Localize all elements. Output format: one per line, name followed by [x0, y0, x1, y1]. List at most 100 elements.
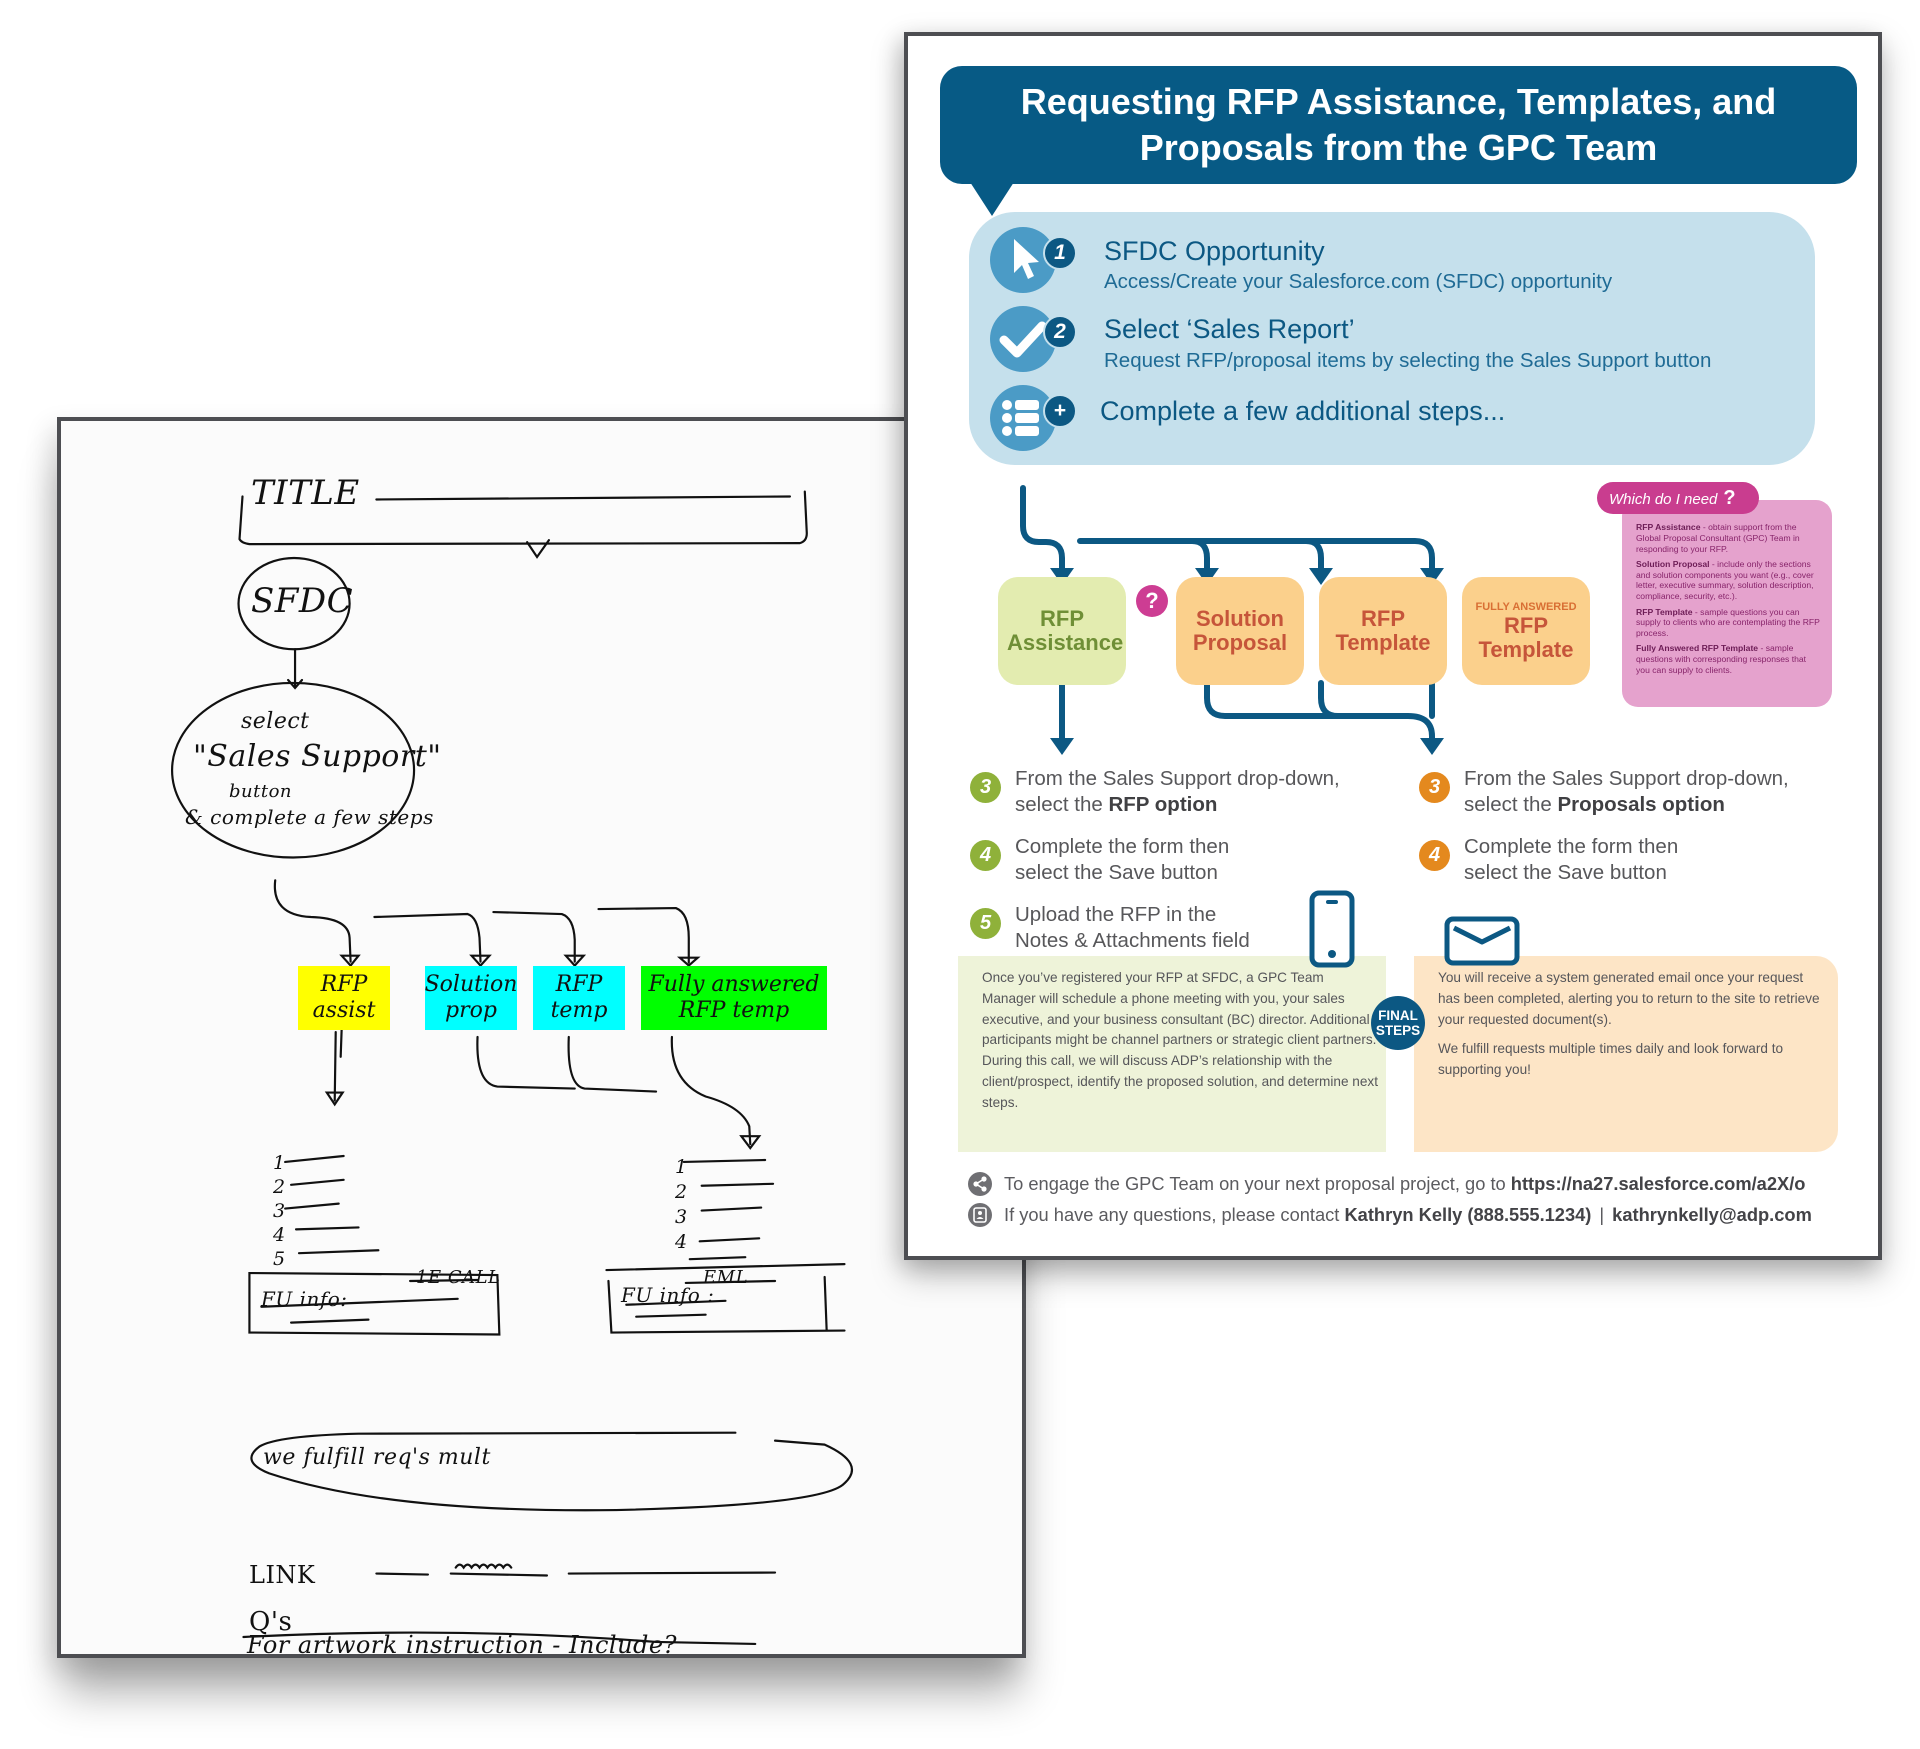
contact-email-link[interactable]: kathrynkelly@adp.com [1612, 1204, 1812, 1225]
which-do-i-need-tab: Which do I need? [1597, 482, 1759, 514]
category-kicker: FULLY ANSWERED [1475, 600, 1577, 613]
step-title: Complete a few additional steps... [1100, 396, 1506, 426]
which-do-i-need-panel [1622, 500, 1832, 707]
footer-contact-text: If you have any questions, please contac… [1004, 1204, 1340, 1225]
sketch-ink-lines [170, 490, 854, 1646]
sketch-artwork-note: For artwork instruction - Include? [247, 1631, 677, 1659]
footer-engage-line: To engage the GPC Team on your next prop… [968, 1172, 1805, 1196]
footer-contact-line: If you have any questions, please contac… [968, 1203, 1812, 1227]
sketch-fu-right-label: FU info : [621, 1283, 715, 1307]
step-title: Select ‘Sales Report’ [1104, 314, 1355, 344]
help-question-icon[interactable]: ? [1136, 585, 1168, 617]
category-solution-proposal[interactable]: Solution Proposal [1176, 577, 1304, 685]
sketch-fu-left-box [248, 1271, 501, 1336]
step-number-badge: 1 [1043, 236, 1077, 270]
sketch-sfdc-label: SFDC [251, 581, 354, 621]
sketch-fulfill-bubble [250, 1431, 854, 1512]
sketch-arrow-to-box-3 [492, 910, 576, 963]
sketch-title-line [375, 495, 792, 501]
sketch-box-fully-answered: Fully answered RFP temp [641, 966, 827, 1030]
step-description: Request RFP/proposal items by selecting … [1104, 349, 1712, 372]
sketch-title-label: TITLE [251, 473, 360, 513]
sketch-questions-label: Q's [249, 1607, 293, 1637]
sketch-arrowhead [676, 956, 701, 968]
which-tab-label: Which do I need [1609, 491, 1718, 508]
definition-item: RFP Assistance - obtain support from the… [1636, 522, 1800, 554]
category-label: RFP Assistance [1007, 606, 1124, 655]
sketch-arrowhead [339, 954, 361, 968]
which-definitions: RFP Assistance - obtain support from the… [1636, 522, 1822, 680]
arrow-to-solution-proposal [1189, 538, 1210, 575]
sketch-fu-right-box [607, 1275, 846, 1334]
category-label: RFP Template [1335, 606, 1431, 655]
final-step-phone-panel [958, 956, 1386, 1152]
list-icon [990, 385, 1056, 451]
flow-connector-arrows [1020, 485, 1444, 755]
engage-link[interactable]: https://na27.salesforce.com/a2X/o [1510, 1173, 1806, 1194]
sketch-sales-support-text: "Sales Support" [193, 739, 442, 774]
arrow-proposal-path-down [1204, 680, 1435, 745]
step-number-badge: 5 [970, 908, 1001, 939]
sketch-fu-left-lines [260, 1278, 479, 1324]
sketch-fu-right-value: EML [703, 1267, 749, 1288]
contact-name: Kathryn Kelly (888.555.1234) [1344, 1204, 1592, 1225]
sketch-select-bubble [170, 681, 416, 859]
rfp-step-3: 3 From the Sales Support drop-down,selec… [970, 766, 1340, 818]
sketch-fu-left-label: FU info: [261, 1287, 348, 1311]
step-description: Access/Create your Salesforce.com (SFDC)… [1104, 270, 1613, 293]
page-title: Requesting RFP Assistance, Templates, an… [1020, 81, 1777, 168]
sketch-title-pointer [526, 539, 551, 559]
contact-book-icon [968, 1203, 992, 1227]
sketch-box-solution-prop: Solution prop [425, 966, 517, 1030]
step-number-badge: 4 [970, 840, 1001, 871]
sketch-select-text: select [241, 709, 310, 734]
sketch-link-label: LINK [249, 1561, 316, 1589]
category-label: RFP Template [1478, 612, 1574, 662]
step-number-badge: 4 [1419, 840, 1450, 871]
envelope-icon [1444, 916, 1520, 966]
category-label: Solution Proposal [1192, 606, 1288, 655]
footer-separator: | [1599, 1204, 1605, 1225]
sketch-fu-left-value: 1E CALL [416, 1267, 501, 1288]
wireframe-sketch-sheet: TITLE SFDC select "Sales Support" button… [57, 417, 1026, 1659]
category-rfp-assistance[interactable]: RFP Assistance [998, 577, 1126, 685]
final-step-phone-text: Once you’ve registered your RFP at SFDC,… [982, 970, 1378, 1110]
page-title-banner: Requesting RFP Assistance, Templates, an… [940, 66, 1857, 184]
step-number-badge: 2 [1043, 315, 1077, 349]
sketch-arrow-to-box-2 [373, 912, 482, 963]
sketch-title-box [238, 490, 808, 546]
step-title: SFDC Opportunity [1104, 236, 1325, 266]
definition-item: Fully Answered RFP Template - sample que… [1636, 643, 1807, 676]
infographic-sheet: Requesting RFP Assistance, Templates, an… [904, 32, 1882, 1260]
category-rfp-template[interactable]: RFP Template [1319, 577, 1447, 685]
sketch-right-merged-arrow [476, 1035, 752, 1146]
step-number-badge: 3 [1419, 772, 1450, 803]
sketch-strikethrough [242, 1631, 757, 1646]
sketch-right-list-lines [605, 1158, 846, 1272]
steps-panel [969, 212, 1815, 465]
definition-item: RFP Template - sample questions you can … [1636, 606, 1820, 639]
sketch-box-rfp-temp: RFP temp [533, 966, 625, 1030]
sketch-link-lines [375, 1571, 777, 1577]
sketch-left-list-lines [284, 1154, 380, 1255]
footer-engage-text: To engage the GPC Team on your next prop… [1004, 1173, 1506, 1194]
sketch-box-rfp-assist: RFP assist [298, 966, 390, 1030]
sketch-arrow-to-box-4 [597, 906, 690, 964]
definition-item: Solution Proposal - include only the sec… [1636, 558, 1814, 602]
sketch-complete-text: & complete a few steps [185, 805, 434, 829]
sketch-link-squiggle [454, 1563, 513, 1570]
sketch-arrowhead [469, 954, 492, 968]
sketch-arrow-to-box-1 [273, 879, 352, 963]
step-number-badge: 3 [970, 772, 1001, 803]
plus-icon: + [1043, 394, 1077, 428]
category-fully-answered-rfp-template[interactable]: FULLY ANSWERED RFP Template [1462, 577, 1590, 685]
title-banner-pointer [970, 182, 1014, 216]
arrow-to-rfp-assistance [1020, 485, 1065, 574]
sketch-fulfill-text: we fulfill req's mult [263, 1445, 491, 1470]
sketch-left-down-arrow [324, 1027, 345, 1107]
